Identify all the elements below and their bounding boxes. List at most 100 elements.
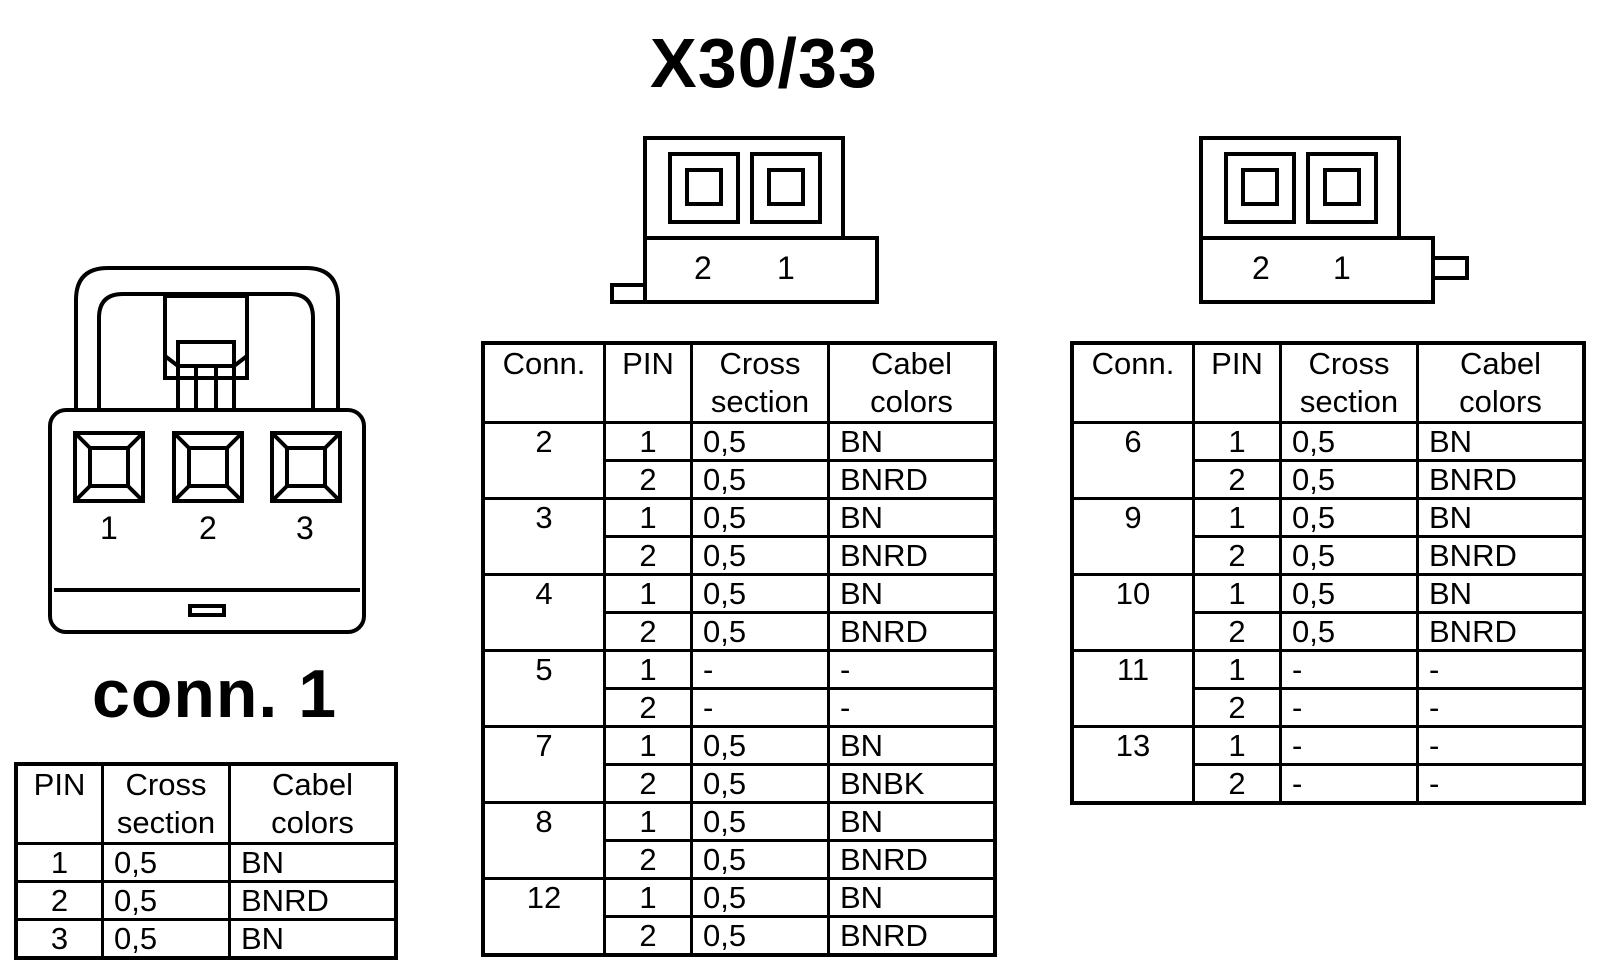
cable-color-cell: -	[1416, 725, 1586, 766]
pin-cell: 2	[1192, 611, 1282, 652]
conn-number-cell: 10	[1070, 573, 1195, 652]
cable-color-cell: BNRD	[827, 611, 997, 652]
table-row: 1 0,5 BN	[14, 842, 398, 883]
conn-number-cell: 2	[481, 421, 606, 500]
pin-cell: 2	[1192, 687, 1282, 728]
conn1-pin-label: 3	[296, 510, 314, 546]
conn-header: Conn.	[481, 341, 606, 424]
cross-section-cell: 0,5	[690, 877, 830, 918]
cable-color-cell: BN	[827, 573, 997, 614]
cable-color-cell: BN	[1416, 573, 1586, 614]
cross-section-cell: -	[1279, 725, 1419, 766]
cable-color-cell: -	[827, 687, 997, 728]
conn-number-cell: 4	[481, 573, 606, 652]
cross-section-cell: 0,5	[1279, 421, 1419, 462]
cross-section-cell: 0,5	[1279, 497, 1419, 538]
pin-cell: 1	[603, 421, 693, 462]
conn-number-cell: 7	[481, 725, 606, 804]
right-connector-pin-label: 1	[1333, 250, 1351, 286]
conn-number-cell: 11	[1070, 649, 1195, 728]
conn-number-cell: 12	[481, 877, 606, 957]
left-connector-icon	[610, 136, 879, 304]
pin-cell: 1	[603, 801, 693, 842]
right-connector-pin-label: 2	[1252, 250, 1270, 286]
pin-cell: 2	[603, 839, 693, 880]
cross-section-cell: 0,5	[690, 839, 830, 880]
pin-cell: 1	[1192, 573, 1282, 614]
conn-number-cell: 8	[481, 801, 606, 880]
cable-color-cell: BN	[228, 918, 398, 960]
pin-cell: 1	[603, 573, 693, 614]
pin-header: PIN	[1192, 341, 1282, 424]
pin-cell: 1	[1192, 725, 1282, 766]
right-connector-icon	[1199, 136, 1469, 304]
conn-number-cell: 5	[481, 649, 606, 728]
pin-cell: 1	[603, 649, 693, 690]
pin-cell: 2	[603, 915, 693, 957]
pin-cell: 2	[603, 611, 693, 652]
cable-color-cell: BNRD	[827, 459, 997, 500]
cross-section-cell: 0,5	[690, 725, 830, 766]
pin-cell: 1	[603, 725, 693, 766]
cross-section-cell: 0,5	[690, 497, 830, 538]
pin-cell: 1	[14, 842, 104, 883]
conn1-connector-icon	[48, 266, 366, 634]
cross-section-cell: 0,5	[1279, 611, 1419, 652]
cable-color-cell: BNRD	[228, 880, 398, 921]
pin-cell: 2	[603, 687, 693, 728]
cable-color-cell: -	[827, 649, 997, 690]
conn1-pin-label: 1	[100, 510, 118, 546]
conn-number-cell: 9	[1070, 497, 1195, 576]
pin-cell: 2	[1192, 459, 1282, 500]
table-row: 2--	[1072, 763, 1586, 805]
cross-section-cell: 0,5	[101, 880, 231, 921]
pin-cell: 1	[603, 497, 693, 538]
conn1-pin-label: 2	[199, 510, 217, 546]
cross-section-cell: 0,5	[690, 421, 830, 462]
conn-number-cell: 13	[1070, 725, 1195, 805]
cross-section-cell: 0,5	[690, 611, 830, 652]
page-title: X30/33	[650, 24, 878, 102]
cable-color-cell: BNRD	[1416, 459, 1586, 500]
cable-color-cell: BNRD	[827, 839, 997, 880]
pin-cell: 2	[603, 535, 693, 576]
cross-section-cell: 0,5	[690, 459, 830, 500]
cable-color-cell: BN	[827, 877, 997, 918]
pin-cell: 2	[603, 459, 693, 500]
cross-section-cell: -	[1279, 649, 1419, 690]
pin-cell: 3	[14, 918, 104, 960]
cable-color-cell: BN	[1416, 497, 1586, 538]
pin-cell: 1	[1192, 421, 1282, 462]
cable-color-cell: BNRD	[827, 915, 997, 957]
cable-color-cell: BNBK	[827, 763, 997, 804]
cross-section-cell: -	[1279, 687, 1419, 728]
table-row: 2--	[1072, 687, 1586, 728]
pin-cell: 1	[1192, 649, 1282, 690]
cross-section-cell: 0,5	[690, 801, 830, 842]
